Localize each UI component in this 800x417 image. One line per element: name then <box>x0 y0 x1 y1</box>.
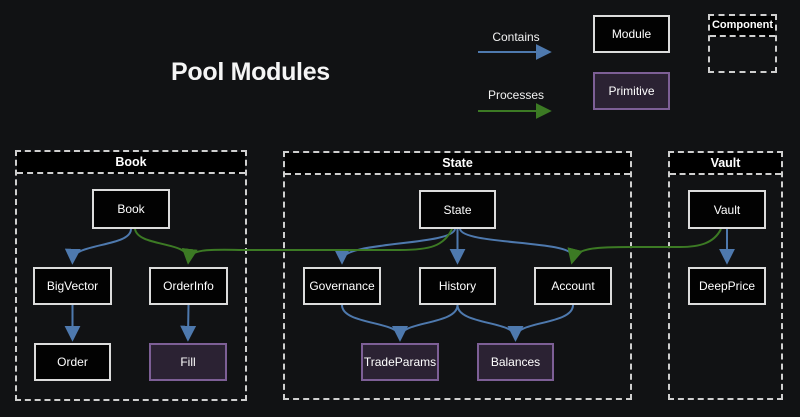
legend-module-box: Module <box>593 15 670 53</box>
edge-account-balances <box>516 305 574 337</box>
node-balances: Balances <box>477 343 554 381</box>
node-history: History <box>419 267 496 305</box>
edge-history-balances <box>458 305 516 337</box>
node-vault: Vault <box>688 190 766 229</box>
edge-state-account <box>460 229 573 256</box>
node-fill: Fill <box>149 343 227 381</box>
node-account: Account <box>534 267 612 305</box>
edge-book-bigvector <box>73 229 132 260</box>
legend-component-label: Component <box>710 16 775 37</box>
edge-history-tradeparams <box>400 305 458 337</box>
node-orderinfo: OrderInfo <box>149 267 228 305</box>
edge-governance-tradeparams <box>342 305 400 337</box>
node-state: State <box>419 190 496 229</box>
node-book: Book <box>92 189 170 229</box>
node-governance: Governance <box>303 267 381 305</box>
edge-vault-account <box>573 229 722 260</box>
edge-state-orderinfo <box>189 229 453 260</box>
node-bigvector: BigVector <box>33 267 112 305</box>
legend-component-box: Component <box>708 14 777 73</box>
node-order: Order <box>34 343 111 381</box>
node-tradeparams: TradeParams <box>361 343 439 381</box>
edge-orderinfo-fill <box>188 305 189 337</box>
edge-book-orderinfo <box>135 229 189 259</box>
node-deepprice: DeepPrice <box>688 267 766 305</box>
legend-primitive-box: Primitive <box>593 72 670 110</box>
